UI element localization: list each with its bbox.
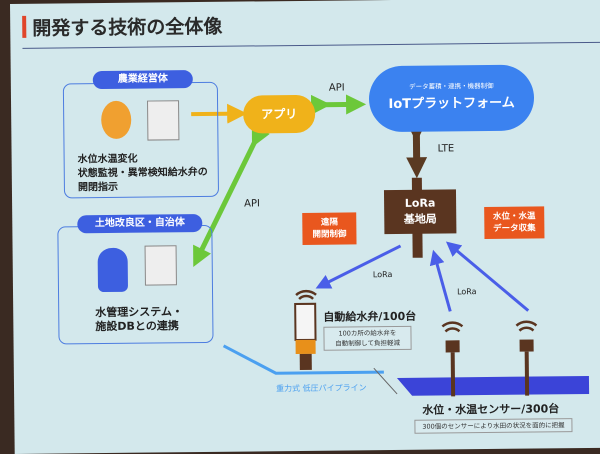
bubble-line: データ収集 <box>486 222 542 235</box>
text-line: 状態監視・異常検知給水弁の <box>78 166 208 181</box>
api-label: API <box>244 198 260 209</box>
note-line: 自動制御して負担軽減 <box>326 338 410 349</box>
valve-note: 100カ所の給水弁を自動制御して負担軽減 <box>323 326 411 351</box>
district-label: 土地改良区・自治体 <box>77 214 202 233</box>
tablet-icon <box>145 245 177 285</box>
data-collection-bubble: 水位・水温データ収集 <box>484 206 544 239</box>
valve-icon <box>295 304 316 370</box>
tablet-icon <box>147 100 179 140</box>
bubble-line: 水位・水温 <box>486 210 542 223</box>
platform-subtitle: データ蓄積・連携・機器制御 <box>369 80 534 92</box>
station-line: LoRa <box>384 195 456 212</box>
lora-base-station: LoRa 基地局 <box>384 189 456 234</box>
bubble-line: 開閉制御 <box>304 228 354 241</box>
pipeline-label: 重力式 低圧パイプライン <box>276 382 367 394</box>
api-label: API <box>329 82 345 93</box>
district-description: 水管理システム・ 施設DBとの連携 <box>95 305 183 334</box>
district-avatar <box>98 248 128 292</box>
sensor-note: 300個のセンサーにより水田の状況を面的に把握 <box>414 418 572 434</box>
text-line: 施設DBとの連携 <box>95 319 183 334</box>
text-line: 水位水温変化 <box>78 152 208 167</box>
lora-label: LoRa <box>373 270 393 279</box>
platform-title: IoTプラットフォーム <box>369 92 534 113</box>
lte-label: LTE <box>437 143 454 154</box>
farmer-label: 農業経営体 <box>93 70 193 89</box>
arrow-lora-from-sensor2 <box>451 245 529 312</box>
sensor-caption: 水位・水温センサー/300台 <box>422 400 559 417</box>
text-line: 開閉指示 <box>78 180 208 195</box>
bubble-line: 遠隔 <box>304 216 354 229</box>
farmer-description: 水位水温変化 状態監視・異常検知給水弁の 開閉指示 <box>78 152 208 195</box>
remote-control-bubble: 遠隔開閉制御 <box>302 212 356 245</box>
station-line: 基地局 <box>384 211 456 228</box>
lora-label: LoRa <box>457 287 477 296</box>
app-cloud: アプリ <box>243 95 315 134</box>
paddy-water <box>397 376 589 396</box>
iot-platform-cloud: データ蓄積・連携・機器制御 IoTプラットフォーム <box>369 65 535 133</box>
arrow-lora-to-valve <box>321 246 401 286</box>
farmer-avatar <box>101 101 131 139</box>
arrow-lora-from-sensor1 <box>435 255 451 311</box>
valve-caption: 自動給水弁/100台 <box>323 308 416 325</box>
text-line: 水管理システム・ <box>95 305 183 320</box>
slide: 開発する技術の全体像 農業経営体 水位水温変化 状態監視 <box>10 0 600 454</box>
